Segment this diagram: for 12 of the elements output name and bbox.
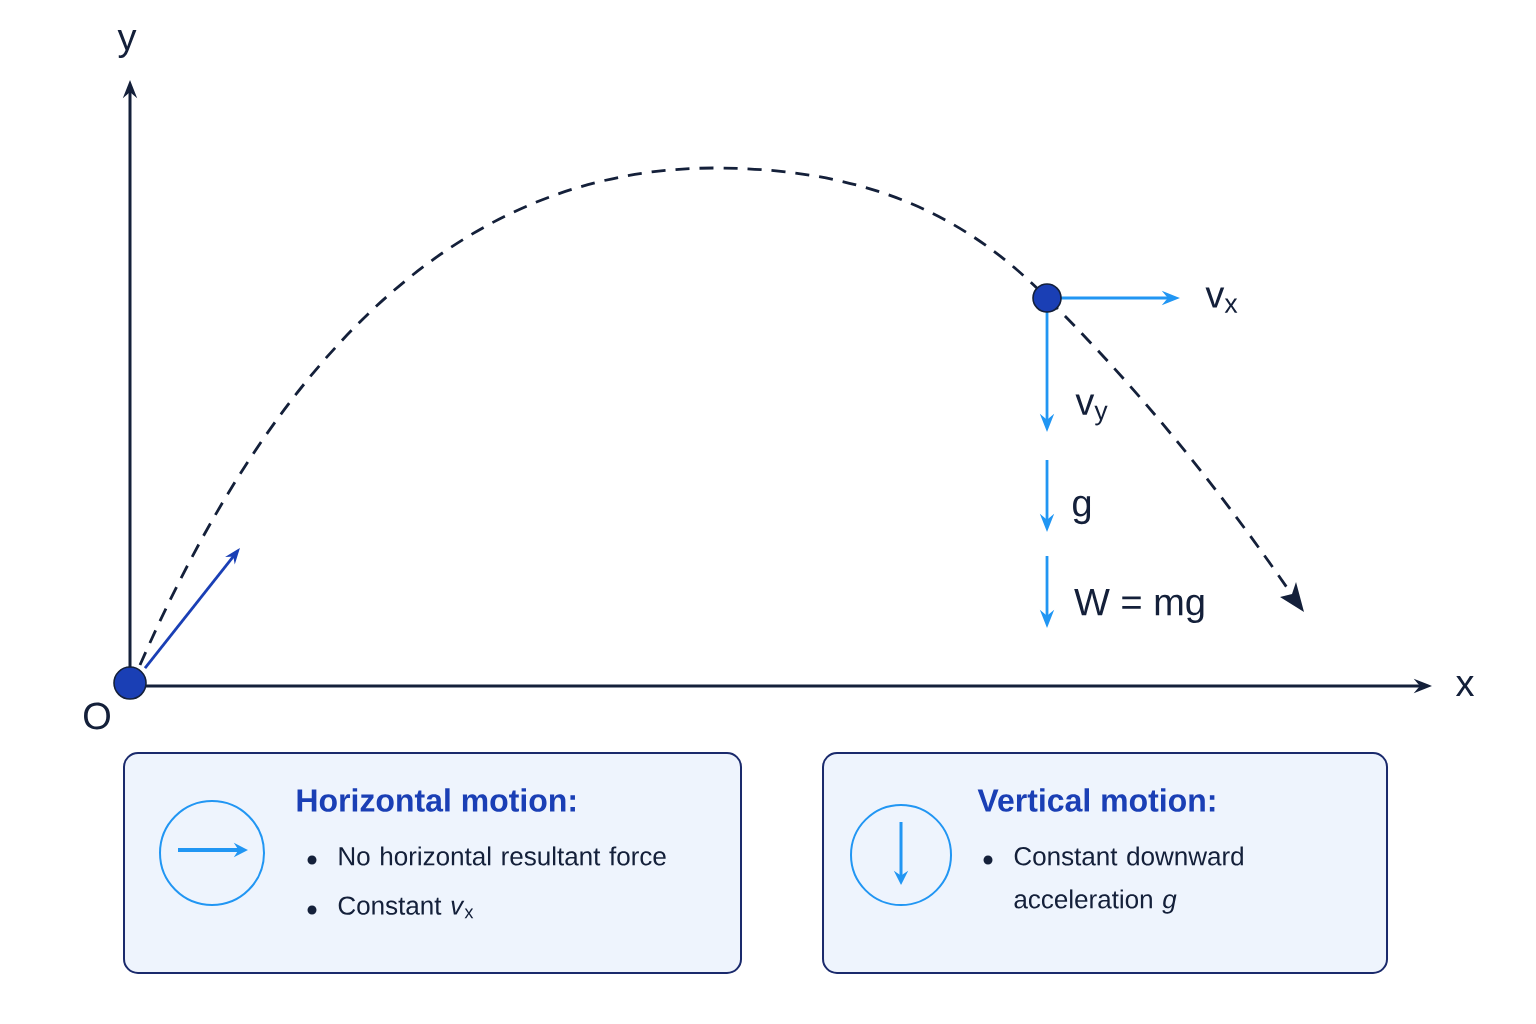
vector-label: v$_{x}$ [1205,287,1238,313]
bullet-item: No horizontal resultant force [307,846,666,866]
vector-label: W = mg [1074,589,1204,623]
bullet-item: Constant downward acceleration g [983,846,1243,914]
axis-label: x [1455,675,1475,697]
info-box: Horizontal motion: No horizontal resultant force Constant v$_{x}$ [123,752,742,974]
info-box: Vertical motion: Constant downward acceleration g [822,752,1388,974]
origin-label: O [84,702,110,730]
vector-label: g [1073,495,1091,525]
axis-label: y [117,30,137,58]
vector-label: v$_{y}$ [1075,394,1108,426]
bullet-item: Constant v$_{x}$ [307,896,474,919]
